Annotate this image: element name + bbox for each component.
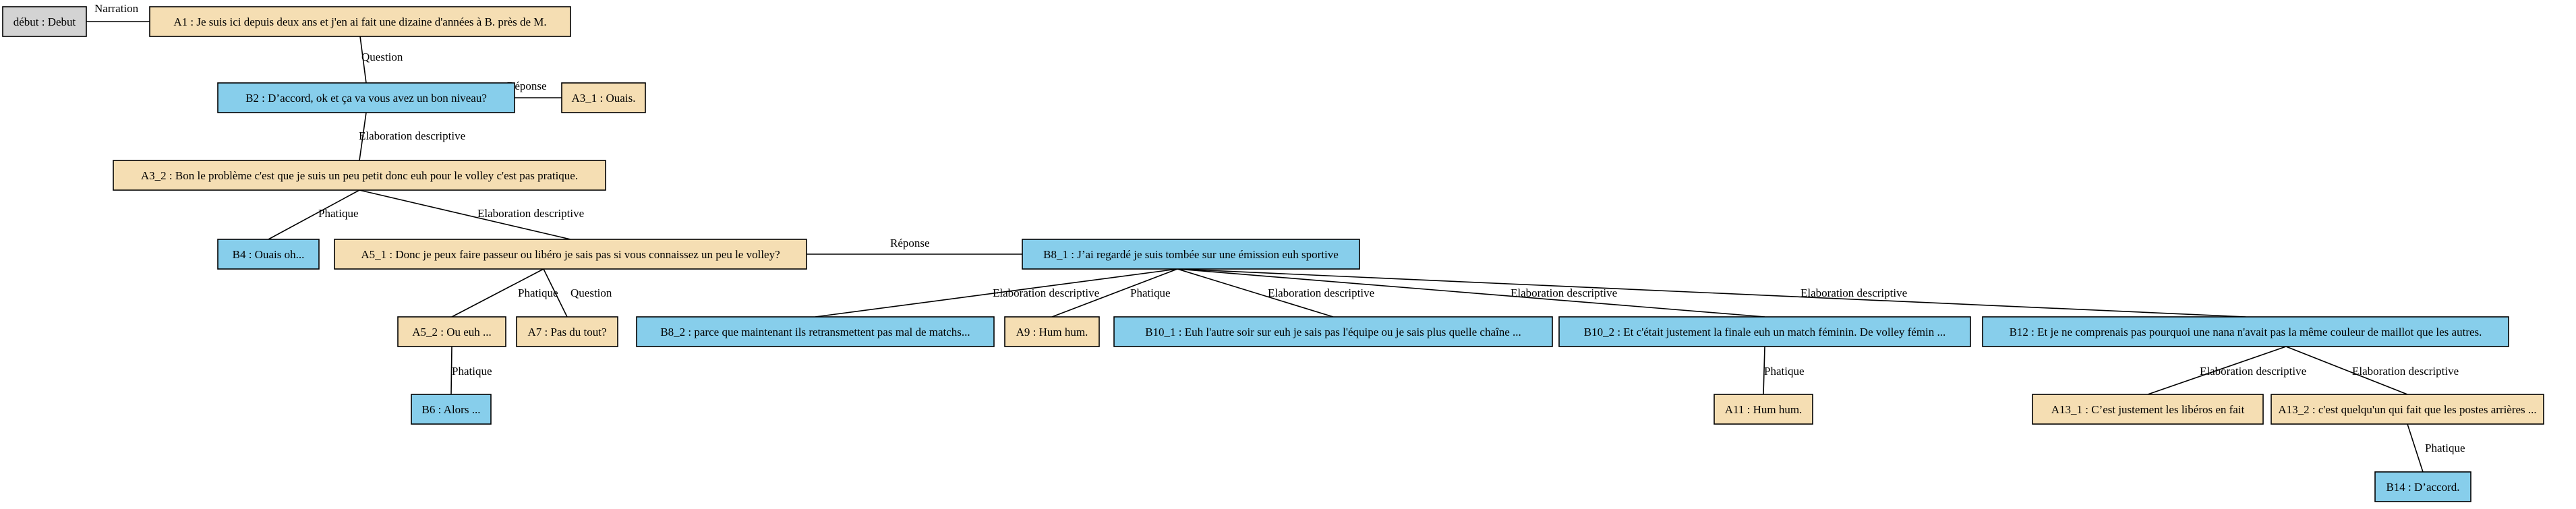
node-box <box>1558 316 1971 347</box>
node-a13-2[interactable]: A13_2 : c'est quelqu'un qui fait que les… <box>2271 394 2544 425</box>
edge-B10_2-A11 <box>1763 346 1765 395</box>
node-label: B6 : Alors ... <box>422 403 481 416</box>
edge-label: Phatique <box>1130 287 1171 299</box>
node-box <box>149 6 571 37</box>
edge-B2-A3_2 <box>359 112 367 161</box>
node-label: B4 : Ouais oh... <box>233 248 305 261</box>
node-a11[interactable]: A11 : Hum hum. <box>1714 394 1813 425</box>
edge-A5_2-B6 <box>450 346 452 395</box>
node-b4[interactable]: B4 : Ouais oh... <box>217 239 320 270</box>
edge-label: Elaboration descriptive <box>1268 287 1374 299</box>
edge-label: Réponse <box>507 80 547 92</box>
node-b8-1[interactable]: B8_1 : J’ai regardé je suis tombée sur u… <box>1022 239 1360 270</box>
node-box <box>2032 394 2264 425</box>
edge-A5_1-A5_2 <box>451 268 544 318</box>
node-box <box>2374 471 2471 502</box>
edge-B12-A13_1 <box>2147 346 2287 395</box>
edge-label: Question <box>361 51 403 63</box>
edge-A5_1-A7 <box>543 268 568 318</box>
node-b2[interactable]: B2 : D’accord, ok et ça va vous avez un … <box>217 82 515 113</box>
node-box <box>217 239 320 270</box>
node-box <box>636 316 995 347</box>
node-box <box>1022 239 1360 270</box>
node-a3-2[interactable]: A3_2 : Bon le problème c'est que je suis… <box>113 160 606 191</box>
node-b8-2[interactable]: B8_2 : parce que maintenant ils retransm… <box>636 316 995 347</box>
edge-label: Elaboration descriptive <box>993 287 1099 299</box>
node-label: A1 : Je suis ici depuis deux ans et j'en… <box>173 16 546 28</box>
node-box <box>516 316 618 347</box>
node-a9[interactable]: A9 : Hum hum. <box>1004 316 1100 347</box>
edge-label: Narration <box>94 2 139 15</box>
edge-A1-B2 <box>359 36 367 84</box>
edge-label: Réponse <box>890 237 930 249</box>
edge-A3_2-B4 <box>268 189 360 240</box>
node-debut[interactable]: début : Debut <box>2 6 87 37</box>
node-label: A11 : Hum hum. <box>1725 403 1803 416</box>
nodes-layer: début : Debut A1 : Je suis ici depuis deu… <box>2 6 2544 502</box>
edge-B8_1-B8_2 <box>815 268 1178 318</box>
edge-B8_1-A9 <box>1051 268 1178 318</box>
node-label: A13_1 : C’est justement les libéros en f… <box>2051 403 2245 416</box>
edge-B8_1-B12 <box>1177 268 2246 318</box>
node-label: B10_1 : Euh l'autre soir sur euh je sais… <box>1145 326 1521 338</box>
edge-B8_1-B10_2 <box>1177 268 1765 318</box>
node-b10-1[interactable]: B10_1 : Euh l'autre soir sur euh je sais… <box>1113 316 1553 347</box>
node-box <box>561 82 646 113</box>
node-label: début : Debut <box>13 16 76 28</box>
edge-label: Elaboration descriptive <box>1801 287 1907 299</box>
node-a7[interactable]: A7 : Pas du tout? <box>516 316 618 347</box>
node-a13-1[interactable]: A13_1 : C’est justement les libéros en f… <box>2032 394 2264 425</box>
edge-B8_1-B10_1 <box>1177 268 1334 318</box>
node-label: B2 : D’accord, ok et ça va vous avez un … <box>245 92 487 104</box>
node-label: B8_1 : J’ai regardé je suis tombée sur u… <box>1043 248 1339 261</box>
node-a1[interactable]: A1 : Je suis ici depuis deux ans et j'en… <box>149 6 571 37</box>
node-b6[interactable]: B6 : Alors ... <box>411 394 492 425</box>
node-label: B12 : Et je ne comprenais pas pourquoi u… <box>2010 326 2482 338</box>
edge-A13_2-B14 <box>2407 423 2424 473</box>
node-box <box>2271 394 2544 425</box>
edge-label: Elaboration descriptive <box>359 129 465 142</box>
edge-B12-A13_2 <box>2285 346 2408 395</box>
edge-label: Elaboration descriptive <box>477 207 584 220</box>
node-a5-1[interactable]: A5_1 : Donc je peux faire passeur ou lib… <box>334 239 807 270</box>
edge-A3_2-A5_1 <box>359 189 571 240</box>
edge-label: Phatique <box>1764 365 1805 378</box>
node-label: B14 : D’accord. <box>2386 481 2459 493</box>
node-label: A7 : Pas du tout? <box>527 326 606 338</box>
node-box <box>1113 316 1553 347</box>
node-box <box>2 6 87 37</box>
edge-label: Question <box>570 287 612 299</box>
node-label: A5_1 : Donc je peux faire passeur ou lib… <box>361 248 780 261</box>
edge-label: Elaboration descriptive <box>1511 287 1617 299</box>
node-label: B10_2 : Et c'était justement la finale e… <box>1584 326 1946 338</box>
node-box <box>217 82 515 113</box>
edge-label: Phatique <box>452 365 492 378</box>
node-box <box>397 316 506 347</box>
node-label: A13_2 : c'est quelqu'un qui fait que les… <box>2278 403 2536 416</box>
node-label: A3_1 : Ouais. <box>572 92 636 104</box>
node-box <box>1982 316 2509 347</box>
node-box <box>411 394 492 425</box>
node-label: A9 : Hum hum. <box>1016 326 1088 338</box>
edge-label: Elaboration descriptive <box>2352 365 2459 378</box>
node-label: A3_2 : Bon le problème c'est que je suis… <box>141 169 578 182</box>
node-label: B8_2 : parce que maintenant ils retransm… <box>660 326 970 338</box>
node-b12[interactable]: B12 : Et je ne comprenais pas pourquoi u… <box>1982 316 2509 347</box>
node-b14[interactable]: B14 : D’accord. <box>2374 471 2471 502</box>
edge-label: Phatique <box>318 207 359 220</box>
node-box <box>113 160 606 191</box>
node-label: A5_2 : Ou euh ... <box>412 326 492 338</box>
edge-label: Phatique <box>518 287 558 299</box>
edge-label: Phatique <box>2425 442 2465 454</box>
node-a5-2[interactable]: A5_2 : Ou euh ... <box>397 316 506 347</box>
node-box <box>1714 394 1813 425</box>
edge-label: Elaboration descriptive <box>2200 365 2306 378</box>
node-b10-2[interactable]: B10_2 : Et c'était justement la finale e… <box>1558 316 1971 347</box>
node-a3-1[interactable]: A3_1 : Ouais. <box>561 82 646 113</box>
node-box <box>1004 316 1100 347</box>
node-box <box>334 239 807 270</box>
